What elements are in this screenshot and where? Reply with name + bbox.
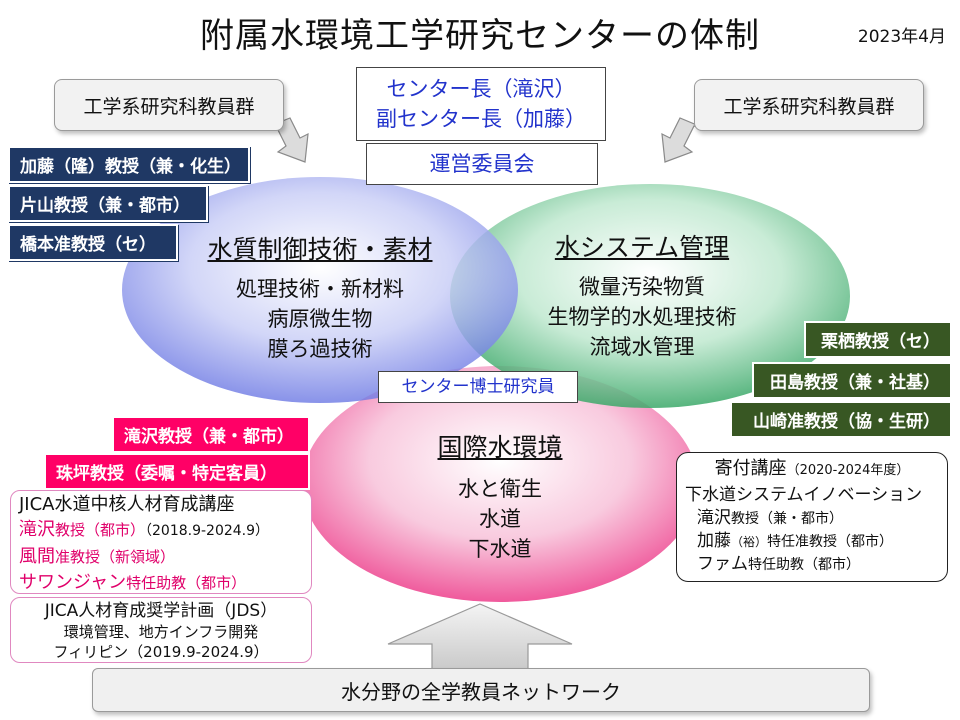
- green-ellipse: [450, 184, 850, 408]
- endowed-row: 滝沢教授（兼・都市）: [685, 507, 939, 530]
- jica-name: サワンジャン: [19, 572, 127, 593]
- endowed-name: 滝沢: [697, 508, 731, 528]
- blue-ellipse-line: 処理技術・新材料: [236, 277, 404, 301]
- jica-row: 滝沢教授（都市）（2018.9-2024.9）: [19, 517, 303, 544]
- member-tag: 珠坪教授（委嘱・特定客員）: [44, 453, 310, 490]
- pink-ellipse-content: 国際水環境 水と衛生 水道 下水道: [360, 428, 640, 564]
- faculty-group-left: 工学系研究科教員群: [54, 79, 284, 131]
- jica-period: （2018.9-2024.9）: [145, 523, 270, 539]
- endowed-role: 特任助教（都市）: [748, 557, 860, 573]
- endowed-name: 加藤: [697, 531, 731, 551]
- committee-box: 運営委員会: [366, 143, 598, 185]
- jica-role: 教授（都市）: [55, 521, 146, 539]
- endowed-period: （2020-2024年度）: [786, 463, 910, 478]
- jds-program-box: JICA人材育成奨学計画（JDS） 環境管理、地方インフラ開発 フィリピン（20…: [10, 597, 312, 663]
- jica-name: 滝沢: [19, 519, 55, 540]
- arrow-down-left-icon: [661, 117, 705, 163]
- vice-director-label: 副センター長（加藤）: [376, 107, 586, 131]
- blue-ellipse: [122, 177, 518, 403]
- director-label: センター長（滝沢）: [386, 77, 576, 101]
- endowed-title-row: 寄付講座（2020-2024年度）: [685, 456, 939, 483]
- leadership-box: センター長（滝沢） 副センター長（加藤）: [356, 67, 606, 141]
- endowed-subtitle: 下水道システムイノベーション: [685, 485, 923, 505]
- endowed-role: 教授（兼・都市）: [731, 511, 843, 527]
- jica-course-box: JICA水道中核人材育成講座 滝沢教授（都市）（2018.9-2024.9） 風…: [10, 490, 312, 594]
- green-ellipse-line: 微量汚染物質: [579, 275, 705, 299]
- arrow-down-right-icon: [264, 117, 309, 163]
- blue-ellipse-content: 水質制御技術・素材 処理技術・新材料 病原微生物 膜ろ過技術: [140, 230, 500, 364]
- network-bar: 水分野の全学教員ネットワーク: [92, 668, 870, 712]
- member-tag: 栗栖教授（セ）: [804, 321, 952, 358]
- member-tag: 田島教授（兼・社基）: [752, 362, 952, 399]
- jica-name: 風間: [19, 546, 55, 567]
- jds-line: 環境管理、地方インフラ開発: [63, 623, 259, 641]
- endowed-name: ファム: [697, 554, 748, 574]
- blue-ellipse-title: 水質制御技術・素材: [207, 235, 433, 264]
- pink-ellipse-line: 水と衛生: [458, 477, 542, 501]
- up-arrow-icon: [387, 603, 573, 673]
- jica-role: 特任助教（都市）: [126, 574, 247, 592]
- member-tag: 山崎准教授（協・生研）: [730, 401, 952, 438]
- member-tag: 片山教授（兼・都市）: [8, 185, 208, 222]
- jds-line: フィリピン（2019.9-2024.9）: [53, 643, 269, 661]
- endowed-row: 加藤（裕）特任准教授（都市）: [685, 530, 939, 553]
- faculty-group-right: 工学系研究科教員群: [694, 79, 924, 131]
- endowed-name-sub: （裕）: [731, 535, 768, 549]
- pink-ellipse-line: 水道: [479, 507, 521, 531]
- blue-ellipse-line: 膜ろ過技術: [267, 337, 373, 361]
- green-member-list: 栗栖教授（セ） 田島教授（兼・社基）: [752, 321, 952, 403]
- jds-title: JICA人材育成奨学計画（JDS）: [44, 601, 278, 621]
- postdoc-box: センター博士研究員: [378, 371, 578, 403]
- member-tag: 加藤（隆）教授（兼・化生）: [8, 146, 250, 183]
- green-ellipse-content: 水システム管理 微量汚染物質 生物学的水処理技術 流域水管理: [482, 228, 802, 362]
- endowed-title: 寄付講座: [714, 458, 787, 479]
- member-tag: 橋本准教授（セ）: [8, 224, 178, 261]
- jica-course-title: JICA水道中核人材育成講座: [19, 494, 235, 515]
- blue-ellipse-line: 病原微生物: [267, 307, 373, 331]
- pink-ellipse-title: 国際水環境: [437, 433, 563, 462]
- endowed-role: 特任准教授（都市）: [767, 534, 894, 550]
- endowed-row: ファム特任助教（都市）: [685, 553, 939, 576]
- page-title: 附属水環境工学研究センターの体制: [200, 16, 760, 56]
- pink-ellipse: [302, 366, 698, 602]
- endowed-chair-box: 寄付講座（2020-2024年度） 下水道システムイノベーション 滝沢教授（兼・…: [676, 452, 948, 582]
- navy-member-list: 加藤（隆）教授（兼・化生） 片山教授（兼・都市） 橋本准教授（セ）: [8, 146, 250, 261]
- green-ellipse-line: 生物学的水処理技術: [547, 305, 737, 329]
- green-ellipse-line: 流域水管理: [589, 335, 695, 359]
- date-label: 2023年4月: [857, 27, 946, 47]
- jica-row: サワンジャン特任助教（都市）: [19, 570, 303, 596]
- green-ellipse-title: 水システム管理: [554, 233, 730, 262]
- jica-role: 准教授（新領域）: [55, 548, 176, 566]
- member-tag: 滝沢教授（兼・都市）: [112, 416, 310, 453]
- pink-ellipse-line: 下水道: [468, 537, 532, 561]
- jica-row: 風間准教授（新領域）: [19, 544, 303, 570]
